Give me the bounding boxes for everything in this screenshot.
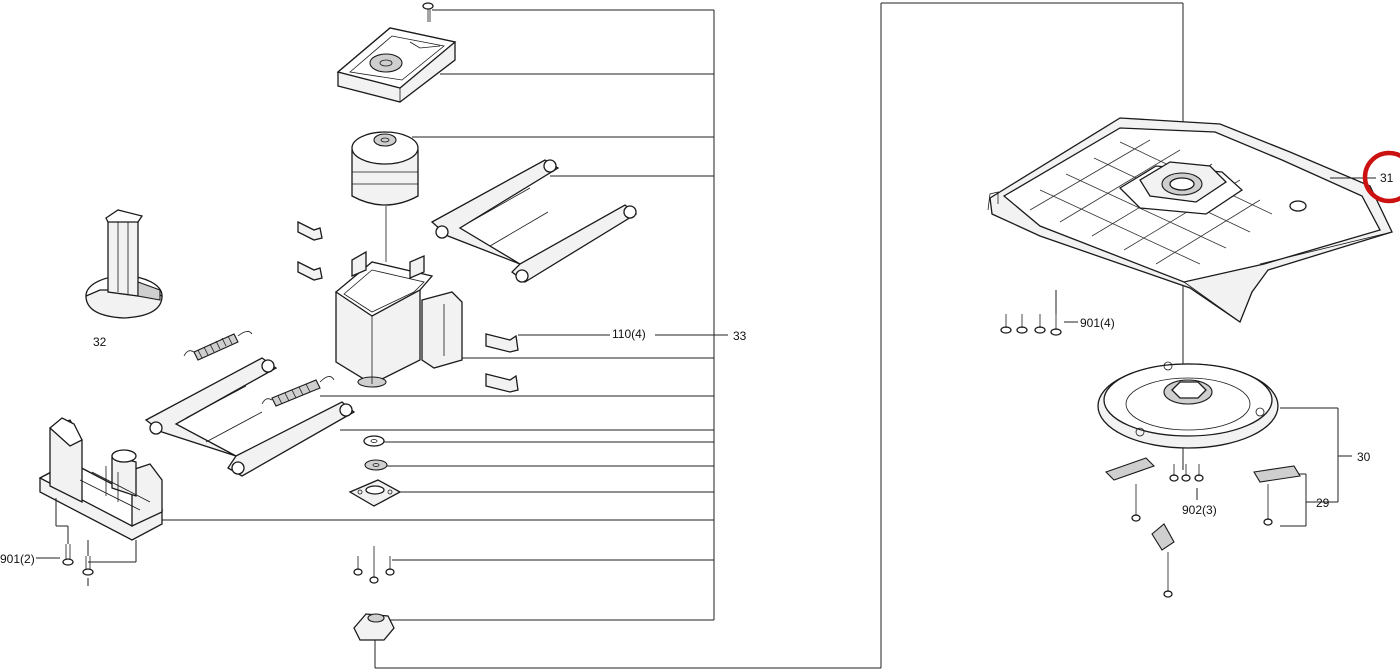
part-30-blade-disc	[1097, 361, 1279, 449]
label-110: 110(4)	[612, 327, 646, 341]
small-bolts-upper	[297, 220, 323, 281]
top-cover-plate	[336, 27, 457, 103]
blade-screws	[1131, 484, 1273, 598]
base-bracket	[38, 417, 164, 541]
label-29: 29	[1316, 496, 1330, 510]
pins-110	[485, 333, 519, 393]
highlight-circle	[1362, 150, 1400, 204]
lower-swing-arm	[144, 357, 356, 477]
spring-left	[183, 331, 253, 361]
screws-902	[1169, 464, 1204, 500]
flange	[348, 479, 402, 507]
blades-29	[1104, 457, 1301, 551]
top-screw	[422, 2, 434, 22]
label-31: 31	[1380, 171, 1394, 185]
group-33-bracket	[160, 9, 728, 621]
connector-frame	[374, 2, 1184, 669]
part-31-chassis	[987, 117, 1393, 323]
washers	[363, 435, 388, 471]
spring-right	[261, 376, 335, 407]
part-32	[85, 209, 163, 319]
housing-box	[334, 250, 463, 388]
label-902: 902(3)	[1182, 503, 1217, 517]
hex-nut	[353, 613, 395, 641]
label-901-left: 901(2)	[0, 552, 35, 566]
screws-901-right	[1000, 290, 1078, 336]
part-31-leader	[1330, 150, 1400, 204]
group-30-bracket	[1280, 407, 1352, 527]
upper-swing-arm	[430, 159, 638, 283]
label-33: 33	[733, 329, 747, 343]
label-901-right: 901(4)	[1080, 316, 1115, 330]
motor	[351, 131, 419, 262]
screws-901-left	[36, 498, 137, 586]
label-30: 30	[1357, 450, 1371, 464]
flange-screws	[353, 546, 395, 584]
label-32: 32	[93, 335, 107, 349]
